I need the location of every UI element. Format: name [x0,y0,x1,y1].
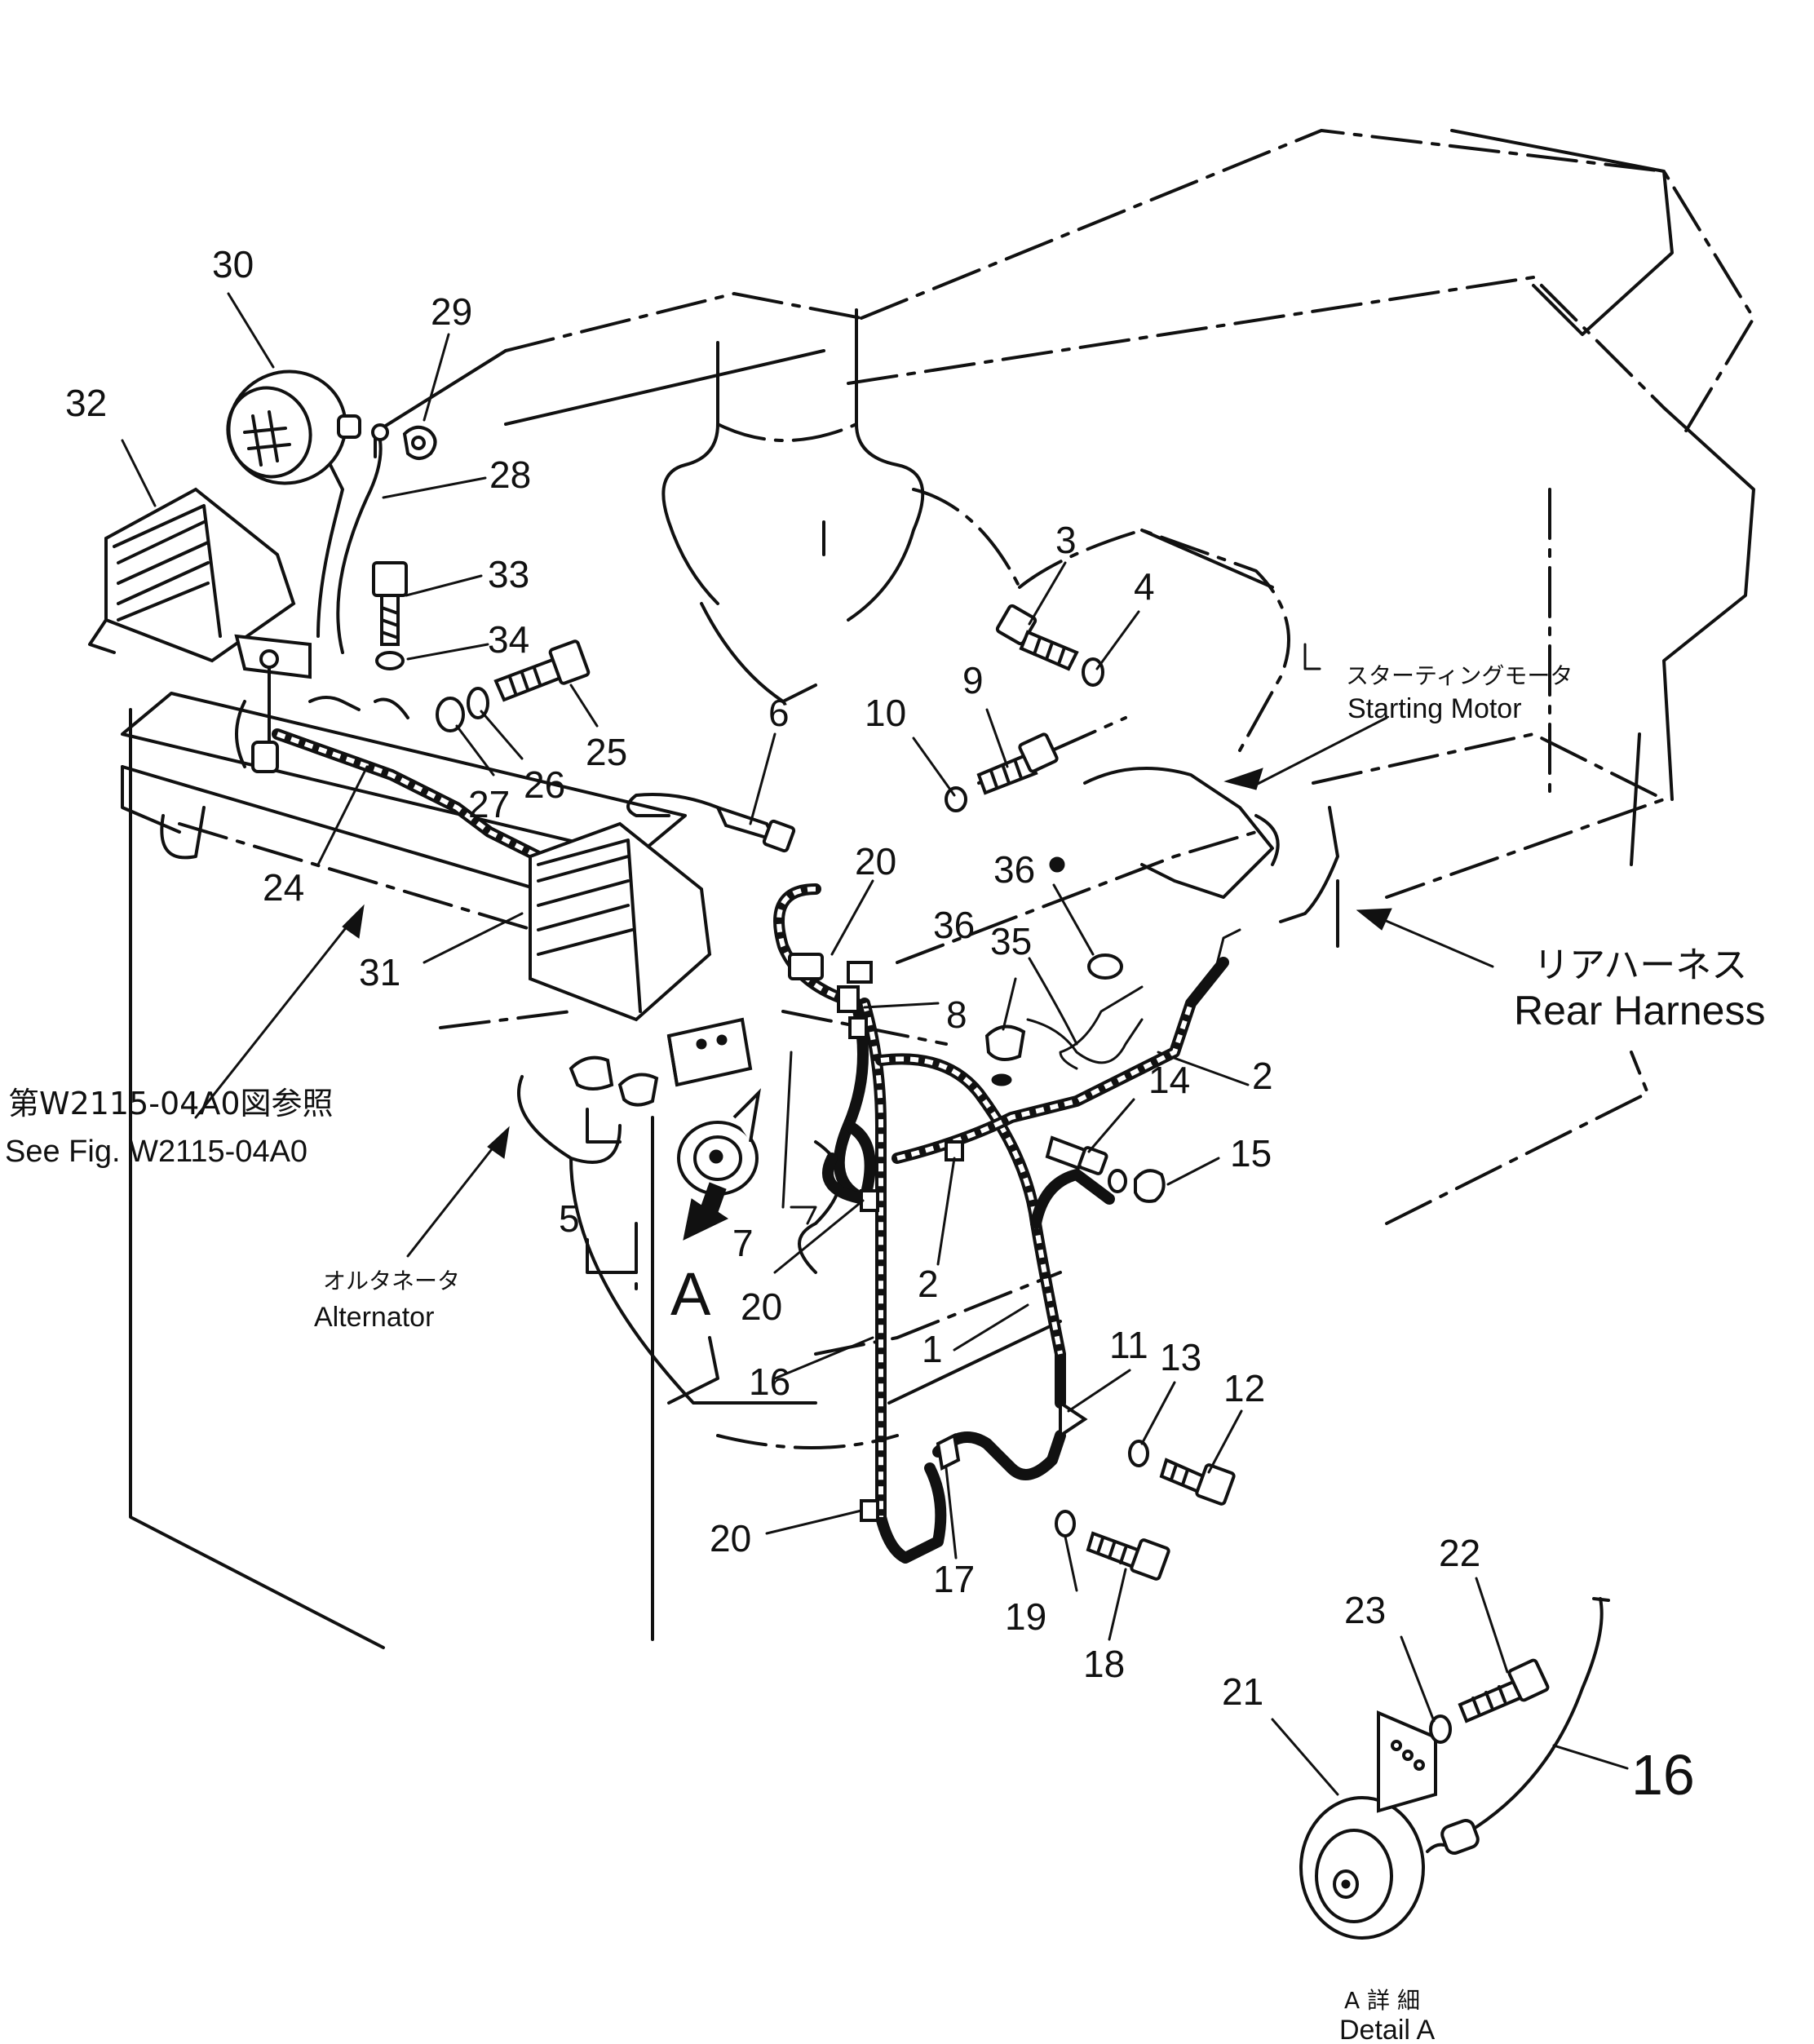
callout-14: 14 [1148,1059,1190,1101]
detail-a-label-jp: A 詳 細 [1344,1987,1420,2014]
callout-17: 17 [933,1558,975,1600]
callout-12: 12 [1223,1367,1265,1409]
callout-32: 32 [65,382,107,424]
work-lamp-part-30 [226,369,361,638]
washer-part-4 [1082,657,1104,687]
callout-2-lower: 2 [918,1263,939,1305]
callout-31: 31 [359,951,400,993]
bracket-part-24 [234,634,409,773]
bolt-part-22 [1458,1658,1550,1723]
callout-10: 10 [865,692,906,734]
alternator-label-jp: オルタネータ [323,1268,460,1294]
connector-part-7 [788,953,873,984]
boot-part-36-upper [1049,856,1123,980]
bolt-part-3 [995,604,1079,671]
callout-34: 34 [488,618,529,661]
detail-a-horn-assembly [1299,1597,1610,1940]
callout-20-lower: 20 [710,1517,751,1560]
clamp-part-8 [837,985,860,1013]
boot-part-36-lower [984,1024,1026,1086]
callout-22: 22 [1439,1532,1480,1574]
main-harness [272,728,1339,1564]
see-fig-label-en: See Fig. W2115-04A0 [5,1135,307,1169]
washer-part-34 [375,651,405,670]
washer-part-10 [945,786,967,812]
callout-29: 29 [431,290,472,333]
callout-2-right: 2 [1252,1055,1273,1097]
callout-27: 27 [468,783,510,825]
callout-26: 26 [524,763,565,806]
starting-motor-label-en: Starting Motor [1347,693,1522,724]
washer-part-26 [467,687,489,719]
callout-4: 4 [1134,565,1155,608]
starting-motor-label-jp: スターティングモータ [1346,662,1573,689]
see-fig-label-jp: 第W2115-04A0図参照 [8,1086,334,1122]
view-a-label: A [670,1260,711,1328]
callout-23: 23 [1344,1589,1386,1631]
callout-18: 18 [1083,1643,1125,1685]
callout-21: 21 [1222,1670,1263,1713]
alternator-terminal-part-5 [569,1055,659,1144]
callout-36-upper: 36 [993,848,1035,891]
view-a-arrow [683,1182,729,1241]
washer-part-13 [1128,1440,1149,1467]
callout-9: 9 [962,659,984,701]
callout-36-lower: 36 [933,904,975,946]
callout-1: 1 [922,1328,943,1370]
callout-3: 3 [1055,519,1077,561]
washer-part-23 [1429,1714,1452,1744]
callout-7: 7 [732,1222,754,1264]
wire-part-35 [1059,985,1144,1070]
nut-part-29 [371,423,437,460]
callout-33: 33 [488,553,529,595]
bolt-part-9 [976,732,1059,795]
clamp-part-20-lower [860,1499,879,1522]
callout-30: 30 [212,243,254,285]
bolt-part-18 [1086,1531,1170,1581]
callout-6: 6 [768,692,790,734]
bracket-part-17 [936,1433,961,1471]
horn-view-a [677,1088,761,1196]
lamp-guard-part-31 [529,821,712,1022]
callout-11: 11 [1109,1324,1148,1366]
bolt-part-33 [372,561,408,646]
callout-16-detail: 16 [1631,1743,1695,1807]
clamp-part-20-upper [848,1016,868,1039]
clamp-part-11 [1059,1400,1088,1439]
relay-box [666,1017,753,1087]
bolt-part-25 [493,639,591,702]
callout-25: 25 [586,731,627,773]
leader-lines [121,292,1629,1796]
callout-24: 24 [263,866,304,909]
callout-15: 15 [1230,1132,1272,1175]
washer-part-19 [1055,1510,1076,1537]
rear-harness-label-en: Rear Harness [1514,988,1765,1033]
sensor-part-14 [1045,1135,1108,1175]
lamp-wire-part-28 [336,439,383,654]
callout-20-upper: 20 [855,840,896,883]
alternator-label-en: Alternator [314,1302,434,1333]
bolt-part-12 [1159,1458,1236,1506]
sensor-part-6 [626,793,796,853]
engine-outline [121,129,1755,1649]
rear-harness-label-jp: リアハーネス [1533,945,1747,986]
detail-a-label-en: Detail A [1339,2015,1435,2044]
washer-part-27 [436,697,465,732]
callout-28: 28 [489,453,531,496]
callout-20-mid: 20 [741,1285,782,1328]
notes: スターティングモータ Starting Motor リアハーネス Rear Ha… [5,662,1765,2044]
callout-19: 19 [1005,1595,1046,1638]
callout-numbers: 1 2 2 3 4 5 6 7 8 9 10 11 12 13 14 15 16… [65,243,1695,1807]
lamp-guard-part-32 [88,487,296,663]
callout-35: 35 [990,920,1032,962]
callout-5: 5 [559,1197,580,1240]
callout-16-main: 16 [749,1360,790,1403]
callout-8: 8 [946,993,967,1036]
nut-part-15 [1108,1169,1166,1203]
callout-13: 13 [1160,1336,1201,1378]
